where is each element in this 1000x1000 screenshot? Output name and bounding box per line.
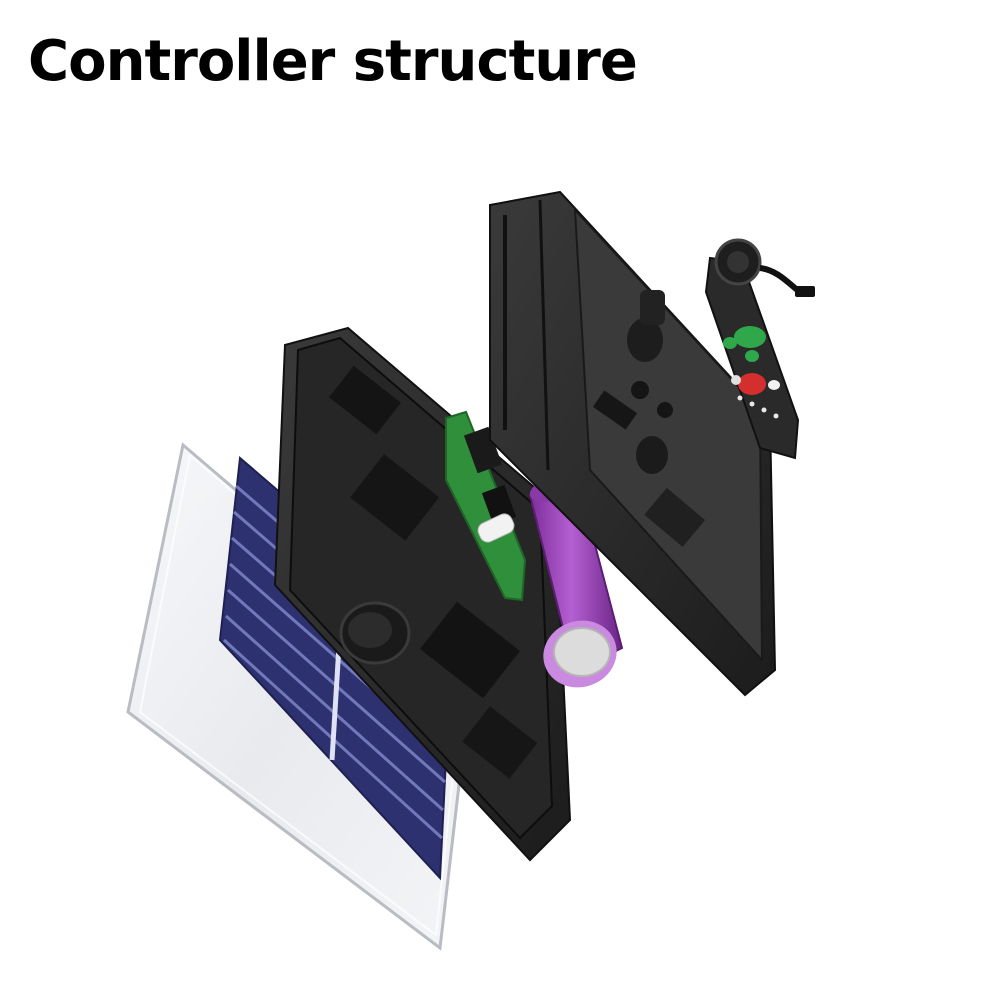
page-title: Controller structure [28, 29, 638, 94]
circuit-board [445, 410, 527, 602]
remote-control [704, 238, 815, 460]
rear-housing [489, 190, 777, 697]
